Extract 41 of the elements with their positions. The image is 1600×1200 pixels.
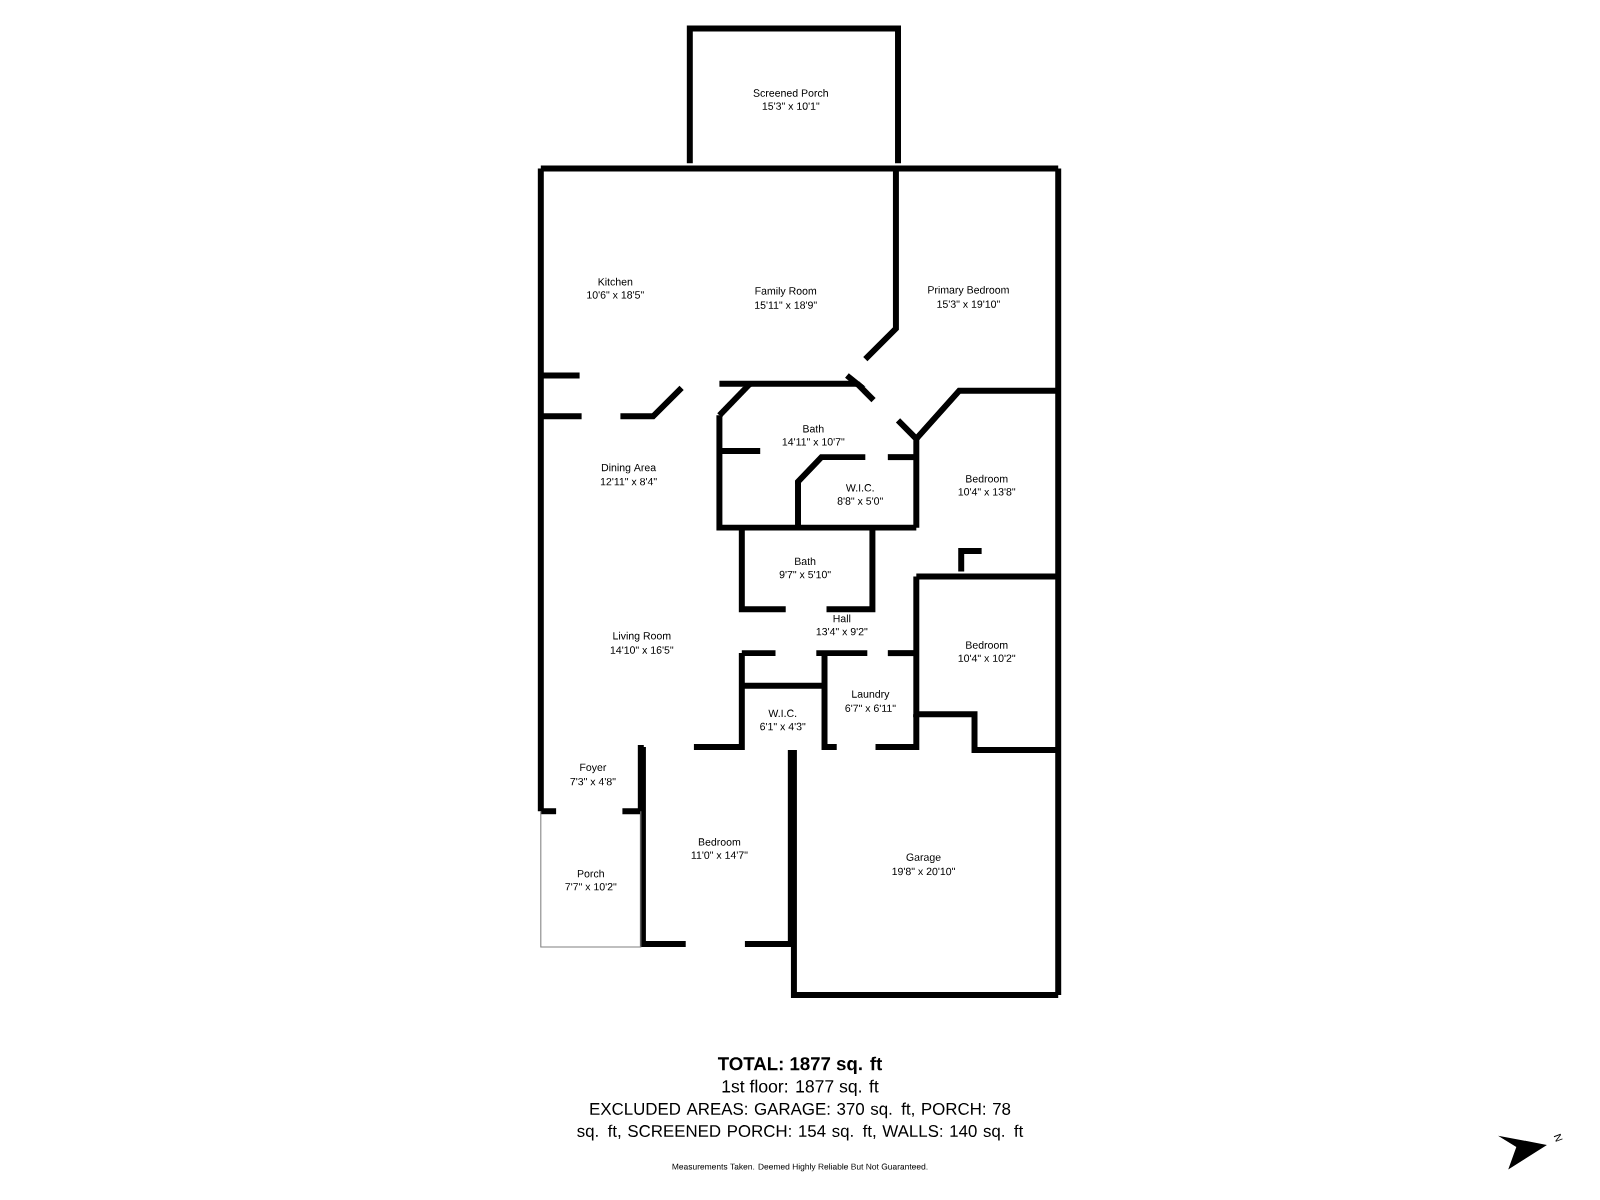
room-dimensions: 10'4" x 13'8" <box>958 488 1016 496</box>
room-dimensions: 10'4" x 10'2" <box>958 654 1016 662</box>
room-name: Dining Area <box>601 463 657 474</box>
room-name: Hall <box>833 614 851 623</box>
room-name: W.I.C. <box>845 484 874 492</box>
room-name: Primary Bedroom <box>928 285 1009 296</box>
excluded-areas-text: EXCLUDED AREAS: GARAGE: 370 sq. ft, PORCH: 78 sq. ft, SCREENED PORCH: 154 sq. ft, WALLS: 140 sq. ft <box>577 1102 1024 1141</box>
room-dimensions: 13'4" x 9'2" <box>816 627 868 636</box>
disclaimer-text: Measurements Taken. Deemed Highly Reliable But Not Guaranteed. <box>672 1163 928 1172</box>
room-name: Bedroom <box>966 641 1008 649</box>
total-heading: TOTAL: 1877 sq. ft <box>717 1056 883 1074</box>
room-dimensions: 6'7" x 6'11" <box>845 704 896 712</box>
room-dimensions: 6'1" x 4'3" <box>760 722 806 731</box>
room-name: Porch <box>577 869 604 878</box>
room-name: Bath <box>795 557 816 566</box>
room-name: Family Room <box>755 286 817 297</box>
room-dimensions: 11'0" x 14'7" <box>691 851 748 859</box>
room-dimensions: 7'7" x 10'2" <box>565 883 617 891</box>
room-dimensions: 15'3" x 10'1" <box>762 102 820 110</box>
room-name: Living Room <box>613 631 671 642</box>
room-name: Garage <box>906 853 941 863</box>
room-name: W.I.C. <box>768 709 797 718</box>
room-dimensions: 8'8" x 5'0" <box>837 497 883 505</box>
room-dimensions: 12'11" x 8'4" <box>600 477 657 486</box>
room-dimensions: 10'6" x 18'5" <box>587 291 644 299</box>
room-name: Bath <box>803 424 824 433</box>
room-name: Foyer <box>580 763 607 774</box>
room-dimensions: 7'3" x 4'8" <box>570 777 616 786</box>
room-dimensions: 15'3" x 19'10" <box>937 300 1000 308</box>
floor-area-text: 1st floor: 1877 sq. ft <box>722 1079 879 1096</box>
room-name: Bedroom <box>698 838 741 846</box>
room-dimensions: 15'11" x 18'9" <box>755 301 817 309</box>
room-name: Screened Porch <box>753 89 828 97</box>
room-name: Kitchen <box>598 277 633 286</box>
compass-letter: N <box>1553 1133 1563 1142</box>
room-dimensions: 19'8" x 20'10" <box>892 867 955 876</box>
room-dimensions: 9'7" x 5'10" <box>779 570 831 579</box>
room-dimensions: 14'10" x 16'5" <box>610 646 674 654</box>
room-dimensions: 14'11" x 10'7" <box>782 438 845 446</box>
room-name: Bedroom <box>966 474 1008 483</box>
room-name: Laundry <box>852 690 890 700</box>
